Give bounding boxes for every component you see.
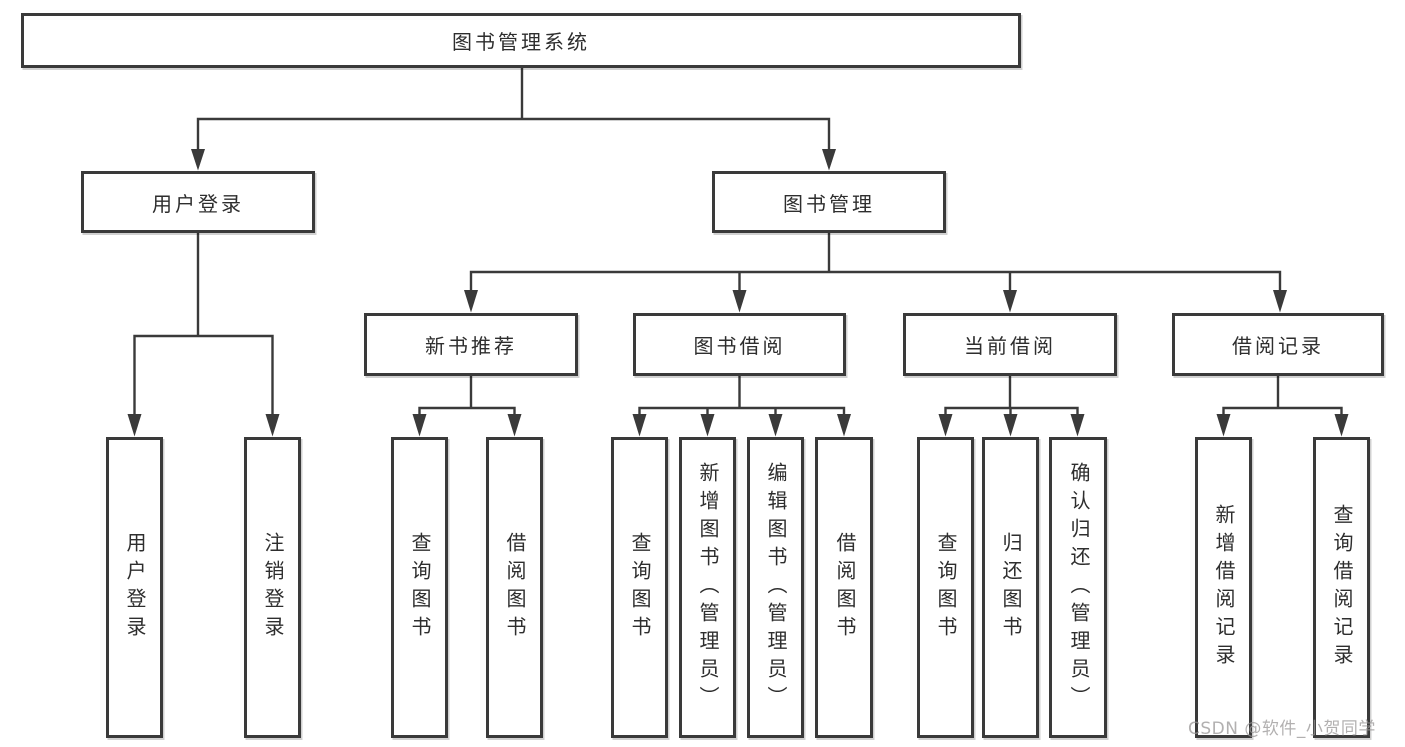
node-query-borrow-record: 查询借阅记录 — [1313, 437, 1370, 738]
node-confirm-return-admin: 确认归还（管理员） — [1049, 437, 1107, 738]
node-query-books-current: 查询图书 — [917, 437, 974, 738]
node-user-login: 用户登录 — [81, 171, 315, 233]
node-library-system: 图书管理系统 — [21, 13, 1021, 68]
node-edit-books-admin: 编辑图书（管理员） — [747, 437, 804, 738]
node-borrow-books-borrowing: 借阅图书 — [815, 437, 873, 738]
node-current-borrowing: 当前借阅 — [903, 313, 1117, 376]
node-book-borrowing: 图书借阅 — [633, 313, 846, 376]
connector-root-to-level2 — [191, 68, 836, 171]
connector-borrow-records-to-children — [1216, 376, 1349, 437]
node-borrow-records: 借阅记录 — [1172, 313, 1384, 376]
connector-book-management-to-level3 — [464, 233, 1287, 313]
node-query-books-borrowing: 查询图书 — [611, 437, 668, 738]
node-add-borrow-record: 新增借阅记录 — [1195, 437, 1252, 738]
connector-user-login-to-children — [127, 233, 280, 437]
node-borrow-books-recommend: 借阅图书 — [486, 437, 543, 738]
node-user-login-leaf: 用户登录 — [106, 437, 163, 738]
node-logout: 注销登录 — [244, 437, 301, 738]
node-return-books: 归还图书 — [982, 437, 1039, 738]
connector-current-borrowing-to-children — [938, 376, 1085, 437]
node-add-books-admin: 新增图书（管理员） — [679, 437, 736, 738]
connector-book-borrowing-to-children — [632, 376, 851, 437]
connector-new-book-recommend-to-children — [412, 376, 522, 437]
csdn-watermark: CSDN @软件_小贺同学 — [1188, 719, 1376, 739]
node-book-management: 图书管理 — [712, 171, 946, 233]
node-query-books-recommend: 查询图书 — [391, 437, 448, 738]
node-new-book-recommend: 新书推荐 — [364, 313, 578, 376]
